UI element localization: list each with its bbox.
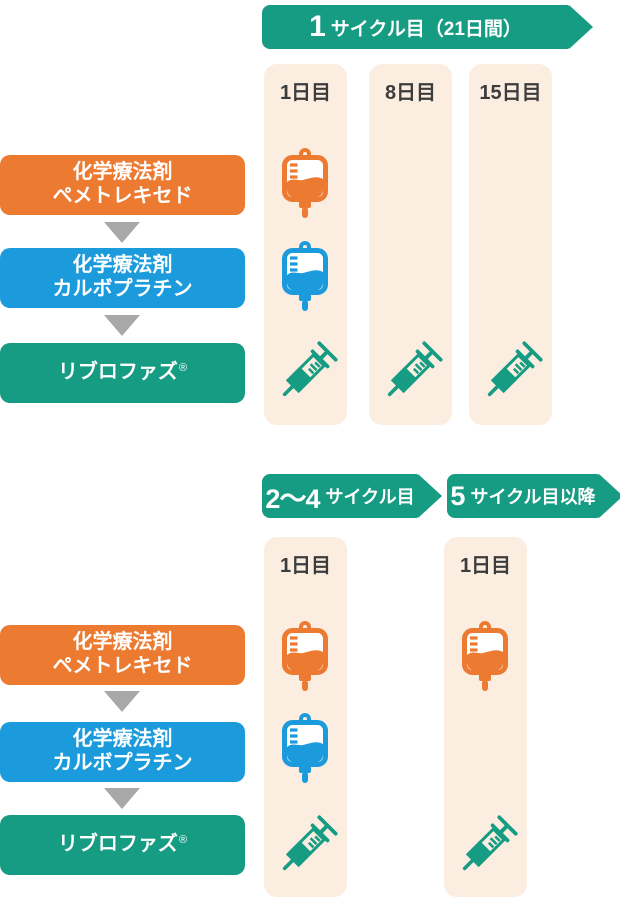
drug-label-line1: リブロファズ® bbox=[57, 833, 188, 856]
cycle1-day15-column: 15日目 bbox=[469, 64, 552, 425]
flow-down-arrow-icon bbox=[104, 222, 140, 243]
drug-label-carboplatin: 化学療法剤 カルボプラチン bbox=[0, 722, 245, 782]
drug-label-line2: ペメトレキセド bbox=[52, 655, 193, 677]
cycle2-4-banner: 2〜4 サイクル目 bbox=[262, 474, 442, 518]
drug-label-line1: 化学療法剤 bbox=[72, 161, 173, 184]
drug-label-line2: ペメトレキセド bbox=[52, 185, 193, 207]
cycle5plus-banner-number: 5 bbox=[450, 480, 465, 511]
day-label: 1日目 bbox=[279, 555, 332, 577]
drug-label-librofaz: リブロファズ® bbox=[0, 343, 245, 403]
cycle2-4-banner-label: サイクル目 bbox=[325, 487, 415, 507]
drug-label-line1: リブロファズ® bbox=[57, 361, 188, 384]
drug-label-pemetrexed: 化学療法剤 ペメトレキセド bbox=[0, 625, 245, 685]
cycle5plus-day1-column: 1日目 bbox=[444, 537, 527, 897]
day-label: 1日目 bbox=[279, 82, 332, 104]
drug-label-line1: 化学療法剤 bbox=[72, 254, 173, 277]
flow-down-arrow-icon bbox=[104, 788, 140, 809]
drug-label-pemetrexed: 化学療法剤 ペメトレキセド bbox=[0, 155, 245, 215]
syringe-teal-icon bbox=[274, 815, 338, 879]
cycle2-4-banner-number: 2〜4 bbox=[265, 483, 320, 514]
iv-bag-orange-icon bbox=[282, 621, 328, 693]
iv-bag-orange-icon bbox=[462, 621, 508, 693]
cycle1-banner-label: サイクル目（21日間） bbox=[330, 18, 522, 40]
day-label: 15日目 bbox=[479, 82, 542, 104]
cycle5plus-banner: 5 サイクル目以降 bbox=[447, 474, 620, 518]
cycle1-day1-column: 1日目 bbox=[264, 64, 347, 425]
iv-bag-blue-icon bbox=[282, 241, 328, 313]
cycle2-4-day1-column: 1日目 bbox=[264, 537, 347, 897]
cycle5plus-banner-label: サイクル目以降 bbox=[470, 487, 596, 507]
drug-label-librofaz: リブロファズ® bbox=[0, 815, 245, 875]
day-label: 1日目 bbox=[459, 555, 512, 577]
cycle1-banner-number: 1 bbox=[309, 10, 326, 43]
flow-down-arrow-icon bbox=[104, 315, 140, 336]
syringe-teal-icon bbox=[454, 815, 518, 879]
cycle1-day8-column: 8日目 bbox=[369, 64, 452, 425]
iv-bag-blue-icon bbox=[282, 713, 328, 785]
cycle1-banner: 1 サイクル目（21日間） bbox=[262, 5, 593, 49]
drug-label-line1: 化学療法剤 bbox=[72, 728, 173, 751]
drug-label-carboplatin: 化学療法剤 カルボプラチン bbox=[0, 248, 245, 308]
day-label: 8日目 bbox=[384, 82, 437, 104]
iv-bag-orange-icon bbox=[282, 148, 328, 220]
syringe-teal-icon bbox=[379, 341, 443, 405]
syringe-teal-icon bbox=[479, 341, 543, 405]
registered-mark: ® bbox=[178, 361, 188, 374]
syringe-teal-icon bbox=[274, 341, 338, 405]
flow-down-arrow-icon bbox=[104, 691, 140, 712]
drug-label-line2: カルボプラチン bbox=[52, 278, 193, 300]
registered-mark: ® bbox=[178, 833, 188, 846]
drug-label-line1: 化学療法剤 bbox=[72, 631, 173, 654]
drug-label-line2: カルボプラチン bbox=[52, 752, 193, 774]
